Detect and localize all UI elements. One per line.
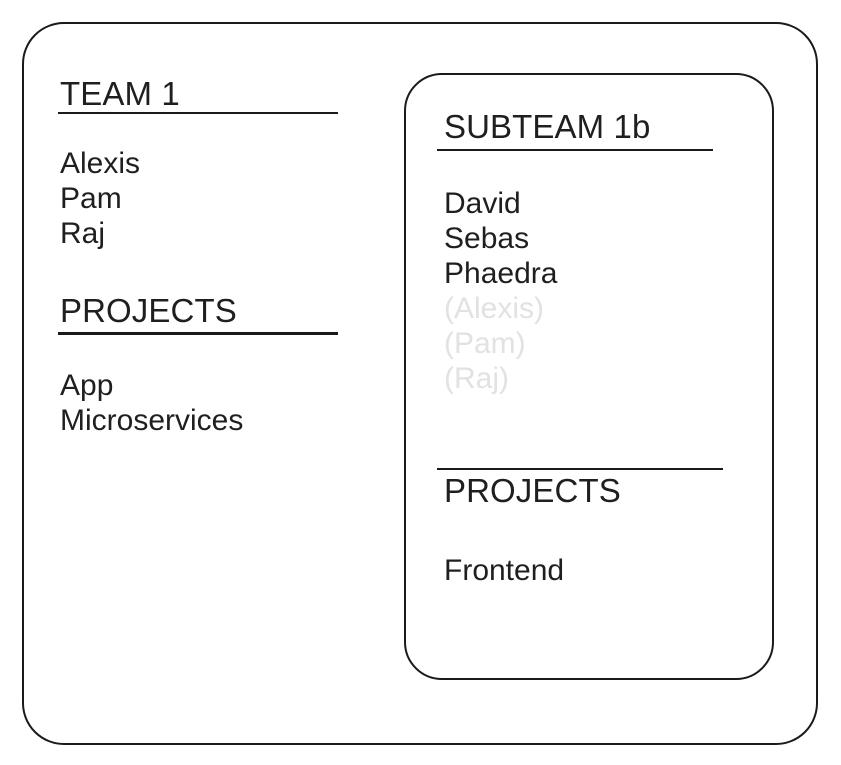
team-projects-heading: PROJECTS [60,292,237,329]
subteam-heading: SUBTEAM 1b [444,108,651,145]
list-item: Sebas [444,222,530,255]
list-item: Phaedra [444,257,558,290]
list-item: Raj [60,217,106,250]
list-item: Pam [60,182,122,215]
list-item-inherited: (Alexis) [444,292,545,325]
subteam-project-list: Frontend [444,553,564,588]
team-heading: TEAM 1 [60,75,180,112]
list-item: Microservices [60,404,244,437]
list-item: App [60,369,114,402]
team-projects-heading-rule [58,332,338,335]
subteam-box[interactable] [404,73,774,680]
team-project-list: App Microservices [60,368,243,438]
list-item-inherited: (Raj) [444,362,509,395]
subteam-member-list: David Sebas Phaedra (Alexis) (Pam) (Raj) [444,186,557,396]
subteam-projects-heading: PROJECTS [444,472,621,509]
list-item: Alexis [60,147,141,180]
list-item-inherited: (Pam) [444,327,526,360]
subteam-heading-rule [437,149,713,151]
list-item: David [444,187,521,220]
list-item: Frontend [444,554,565,587]
team-member-list: Alexis Pam Raj [60,146,140,251]
team-heading-rule [58,112,338,114]
subteam-projects-heading-rule [437,468,723,470]
